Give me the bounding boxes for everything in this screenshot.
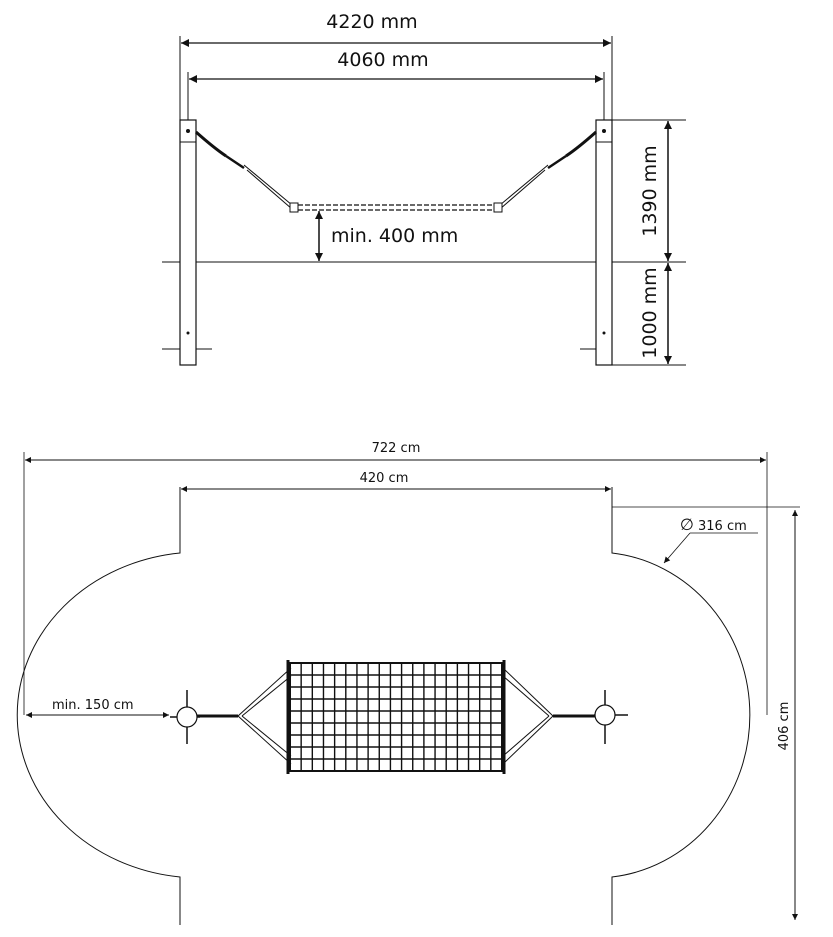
diameter-symbol: ∅ [680,515,694,534]
dim-label-height: 1390 mm [639,145,661,236]
dim-label-clearance: min. 400 mm [331,225,458,247]
post-top-right [594,690,628,744]
rope-left [195,130,293,210]
post-hole-left [186,331,190,335]
dim-label-overall-width: 406 cm [777,702,792,751]
dim-label-side-clearance: min. 150 cm [52,698,134,713]
dim-label-overall-width: 4220 mm [326,11,417,33]
post-top-left [170,690,200,744]
post-right [595,119,613,366]
elevation-view: 4220 mm 4060 mm min. 400 mm 1390 mm 1000… [162,11,686,366]
plan-view: 722 cm 420 cm ∅ 316 cm min. 150 cm 406 c… [16,441,800,925]
dim-label-depth: 1000 mm [639,267,661,358]
rope-top-right [502,667,595,765]
post-bolt-right [602,129,606,133]
dim-label-inner-length: 420 cm [360,471,409,486]
net-grid [286,660,506,774]
impact-area-outline [16,487,751,925]
dim-label-overall-length: 722 cm [372,441,421,456]
post-hole-right [602,331,606,335]
dim-label-diameter: 316 cm [698,519,747,534]
net-side [289,202,503,213]
post-left [179,119,197,366]
rope-top-left [197,667,292,765]
post-bolt-left [186,129,190,133]
dim-label-inner-width: 4060 mm [337,49,428,71]
rope-right [499,130,597,210]
